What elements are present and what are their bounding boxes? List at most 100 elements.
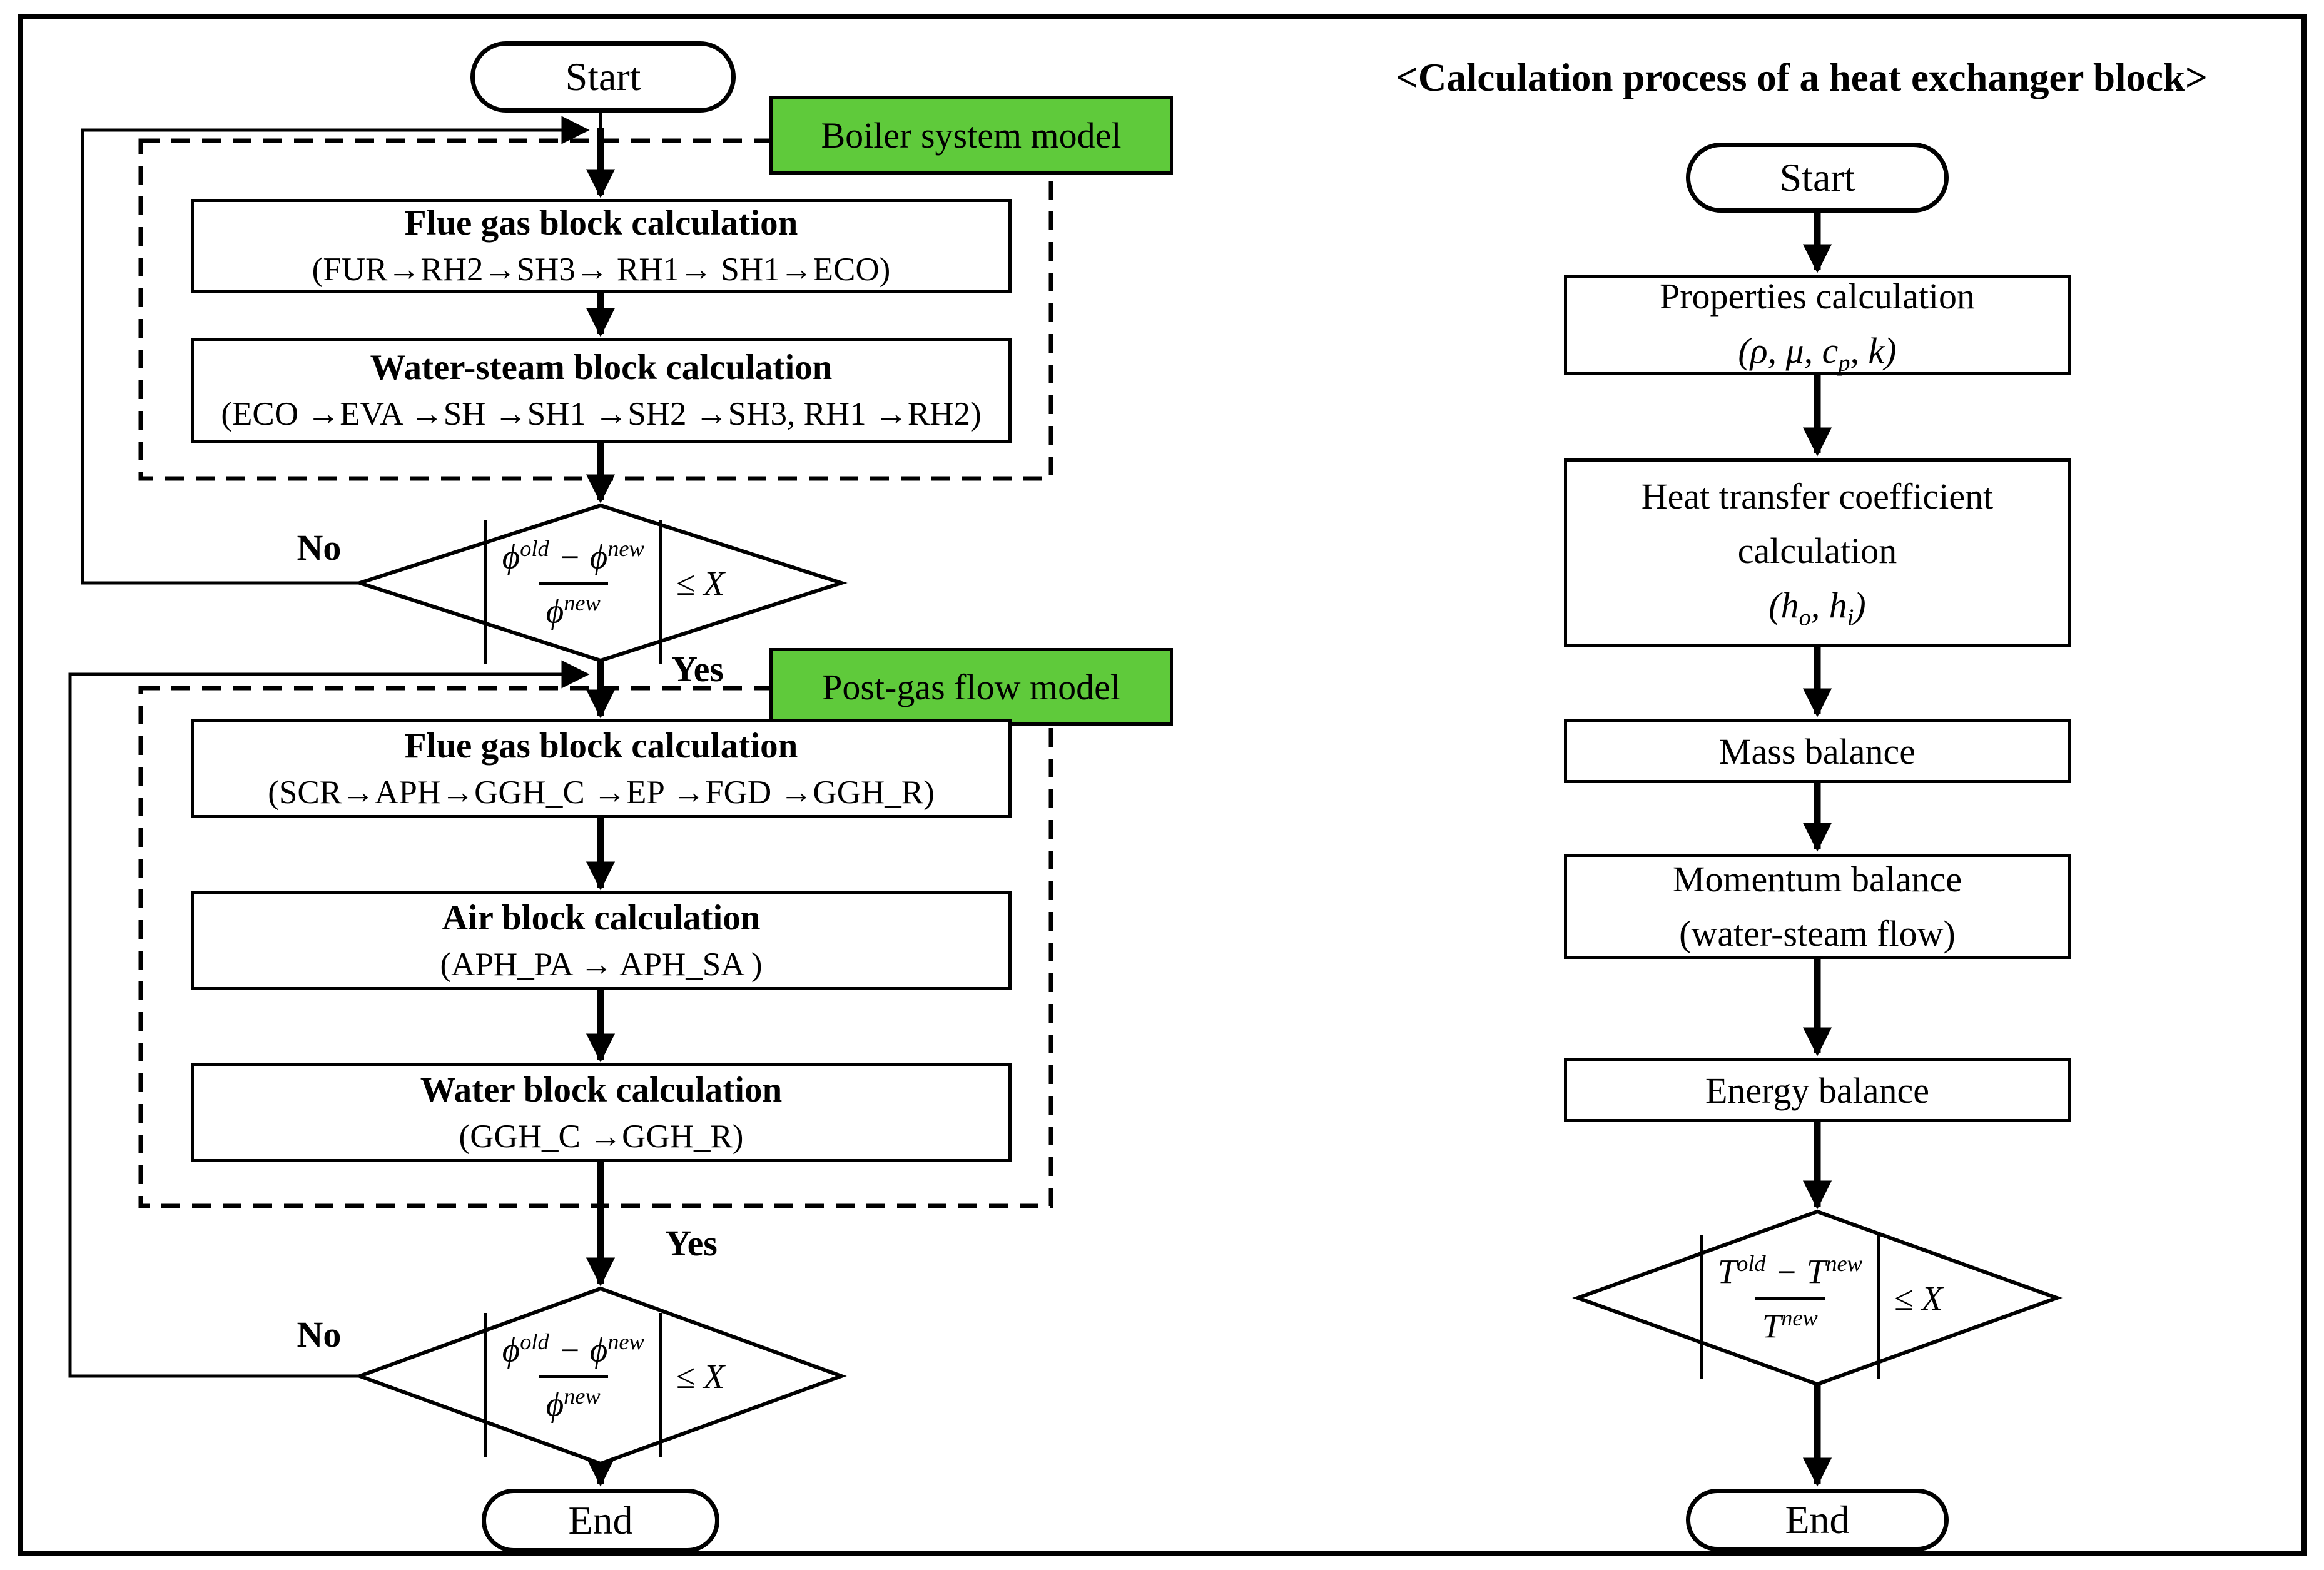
abs-bar-right: [1877, 1235, 1880, 1379]
fraction-numerator: ϕold−ϕnew: [495, 535, 652, 581]
water-block-sequence: (GGH_C →GGH_R): [459, 1118, 744, 1155]
properties-calculation-box: Properties calculation (ρ, μ, cp, k): [1564, 275, 2071, 377]
end-node-left: End: [482, 1489, 719, 1552]
momentum-balance-title: Momentum balance: [1672, 859, 1962, 899]
math-fragment: , h: [1810, 585, 1847, 626]
fraction-numerator: Told−Tnew: [1710, 1250, 1870, 1296]
postgas-region-dashed-border: [138, 686, 1053, 1208]
yes-text: Yes: [665, 1223, 718, 1264]
no-text: No: [297, 1314, 342, 1355]
abs-bar-left: [484, 1313, 487, 1457]
boiler-system-model-tag: Boiler system model: [769, 96, 1173, 175]
energy-balance-title: Energy balance: [1705, 1070, 1930, 1111]
flue-gas-block-2-sequence: (SCR→APH→GGH_C →EP →FGD →GGH_R): [268, 774, 935, 811]
phi-symbol: ϕ: [545, 1384, 564, 1423]
properties-title: Properties calculation: [1659, 276, 1976, 317]
air-block-title: Air block calculation: [442, 898, 761, 938]
tolerance-condition: ≤ X: [676, 564, 725, 602]
math-fragment: , k): [1850, 330, 1897, 371]
yes-label-2: Yes: [638, 1222, 744, 1264]
subscript-o: o: [1799, 605, 1811, 632]
start-label: Start: [1779, 155, 1855, 200]
heat-transfer-coefficient-box: Heat transfer coefficient calculation (h…: [1564, 458, 2071, 647]
no-loop-1: [81, 116, 590, 585]
abs-bar-right: [659, 1313, 662, 1457]
mass-balance-title: Mass balance: [1718, 731, 1916, 772]
fraction: ϕold−ϕnew ϕnew: [495, 1329, 652, 1424]
flue-gas-block-1: Flue gas block calculation (FUR→RH2→SH3→…: [191, 199, 1012, 293]
fraction: Told−Tnew Tnew: [1710, 1250, 1870, 1345]
yes-label-1: Yes: [644, 648, 751, 690]
sup-old: old: [520, 1329, 549, 1355]
tolerance-condition: ≤ X: [676, 1357, 725, 1395]
outer-border: [18, 14, 2307, 1556]
flue-gas-block-2: Flue gas block calculation (SCR→APH→GGH_…: [191, 719, 1012, 818]
convergence-formula-1: ϕold−ϕnew ϕnew ≤ X: [413, 514, 788, 664]
phi-symbol: ϕ: [589, 537, 608, 576]
abs-bar-left: [484, 520, 487, 664]
water-block: Water block calculation (GGH_C →GGH_R): [191, 1063, 1012, 1162]
sup-new: new: [1825, 1251, 1862, 1277]
water-block-title: Water block calculation: [420, 1070, 783, 1110]
air-block-sequence: (APH_PA → APH_SA ): [440, 946, 763, 983]
sup-old: old: [1737, 1251, 1766, 1277]
no-label-2: No: [282, 1314, 357, 1355]
tolerance-condition: ≤ X: [1894, 1279, 1943, 1317]
subscript-p: p: [1838, 350, 1850, 377]
energy-balance-box: Energy balance: [1564, 1058, 2071, 1122]
end-node-right: End: [1686, 1489, 1949, 1551]
sup-new: new: [607, 536, 644, 562]
post-gas-flow-model-label: Post-gas flow model: [822, 666, 1120, 707]
no-loop-2: [68, 660, 590, 1378]
no-label-1: No: [282, 527, 357, 569]
sup-new: new: [564, 590, 601, 615]
subscript-i: i: [1847, 605, 1854, 632]
start-node-left: Start: [470, 41, 736, 113]
boiler-system-model-label: Boiler system model: [821, 114, 1122, 156]
abs-bar-right: [659, 520, 662, 664]
fraction-denominator: ϕnew: [538, 581, 608, 631]
end-label: End: [568, 1498, 633, 1542]
heat-transfer-line1: Heat transfer coefficient: [1641, 476, 1994, 517]
yes-text: Yes: [671, 649, 724, 689]
sup-new: new: [607, 1329, 644, 1355]
heat-transfer-line2: calculation: [1737, 530, 1897, 572]
flue-gas-block-2-title: Flue gas block calculation: [404, 726, 798, 766]
water-steam-block-sequence: (ECO →EVA →SH →SH1 →SH2 →SH3, RH1 →RH2): [221, 395, 982, 432]
sup-new: new: [1781, 1305, 1818, 1330]
fraction-denominator: Tnew: [1754, 1296, 1825, 1345]
math-fragment: ): [1854, 585, 1866, 626]
phi-symbol: ϕ: [589, 1330, 608, 1369]
start-node-right: Start: [1686, 143, 1949, 213]
phi-symbol: ϕ: [502, 537, 520, 576]
properties-symbols: (ρ, μ, cp, k): [1738, 323, 1896, 382]
start-label: Start: [565, 54, 641, 99]
minus-sign: −: [1774, 1252, 1798, 1291]
convergence-formula-2: ϕold−ϕnew ϕnew ≤ X: [413, 1307, 788, 1457]
fraction: ϕold−ϕnew ϕnew: [495, 535, 652, 631]
abs-bar-left: [1699, 1235, 1703, 1379]
minus-sign: −: [557, 537, 581, 576]
air-block: Air block calculation (APH_PA → APH_SA ): [191, 891, 1012, 990]
math-fragment: (ρ, μ, c: [1738, 330, 1839, 371]
T-symbol: T: [1806, 1252, 1826, 1291]
flow-arrows: [586, 128, 1832, 1487]
temperature-convergence-formula: Told−Tnew Tnew ≤ X: [1630, 1229, 2005, 1379]
T-symbol: T: [1717, 1252, 1737, 1291]
flue-gas-block-1-sequence: (FUR→RH2→SH3→ RH1→ SH1→ECO): [312, 251, 891, 288]
sup-old: old: [520, 536, 549, 562]
right-chart-title: <Calculation process of a heat exchanger…: [1396, 56, 2208, 99]
math-fragment: (h: [1768, 585, 1799, 626]
fraction-denominator: ϕnew: [538, 1374, 608, 1424]
minus-sign: −: [557, 1330, 581, 1369]
flue-gas-block-1-title: Flue gas block calculation: [404, 203, 798, 243]
phi-symbol: ϕ: [502, 1330, 520, 1369]
water-steam-block-title: Water-steam block calculation: [370, 347, 833, 387]
phi-symbol: ϕ: [545, 591, 564, 630]
post-gas-flow-model-tag: Post-gas flow model: [769, 648, 1173, 726]
water-steam-block: Water-steam block calculation (ECO →EVA …: [191, 338, 1012, 443]
momentum-balance-sub: (water-steam flow): [1679, 913, 1956, 954]
no-text: No: [297, 527, 342, 568]
mass-balance-box: Mass balance: [1564, 719, 2071, 783]
